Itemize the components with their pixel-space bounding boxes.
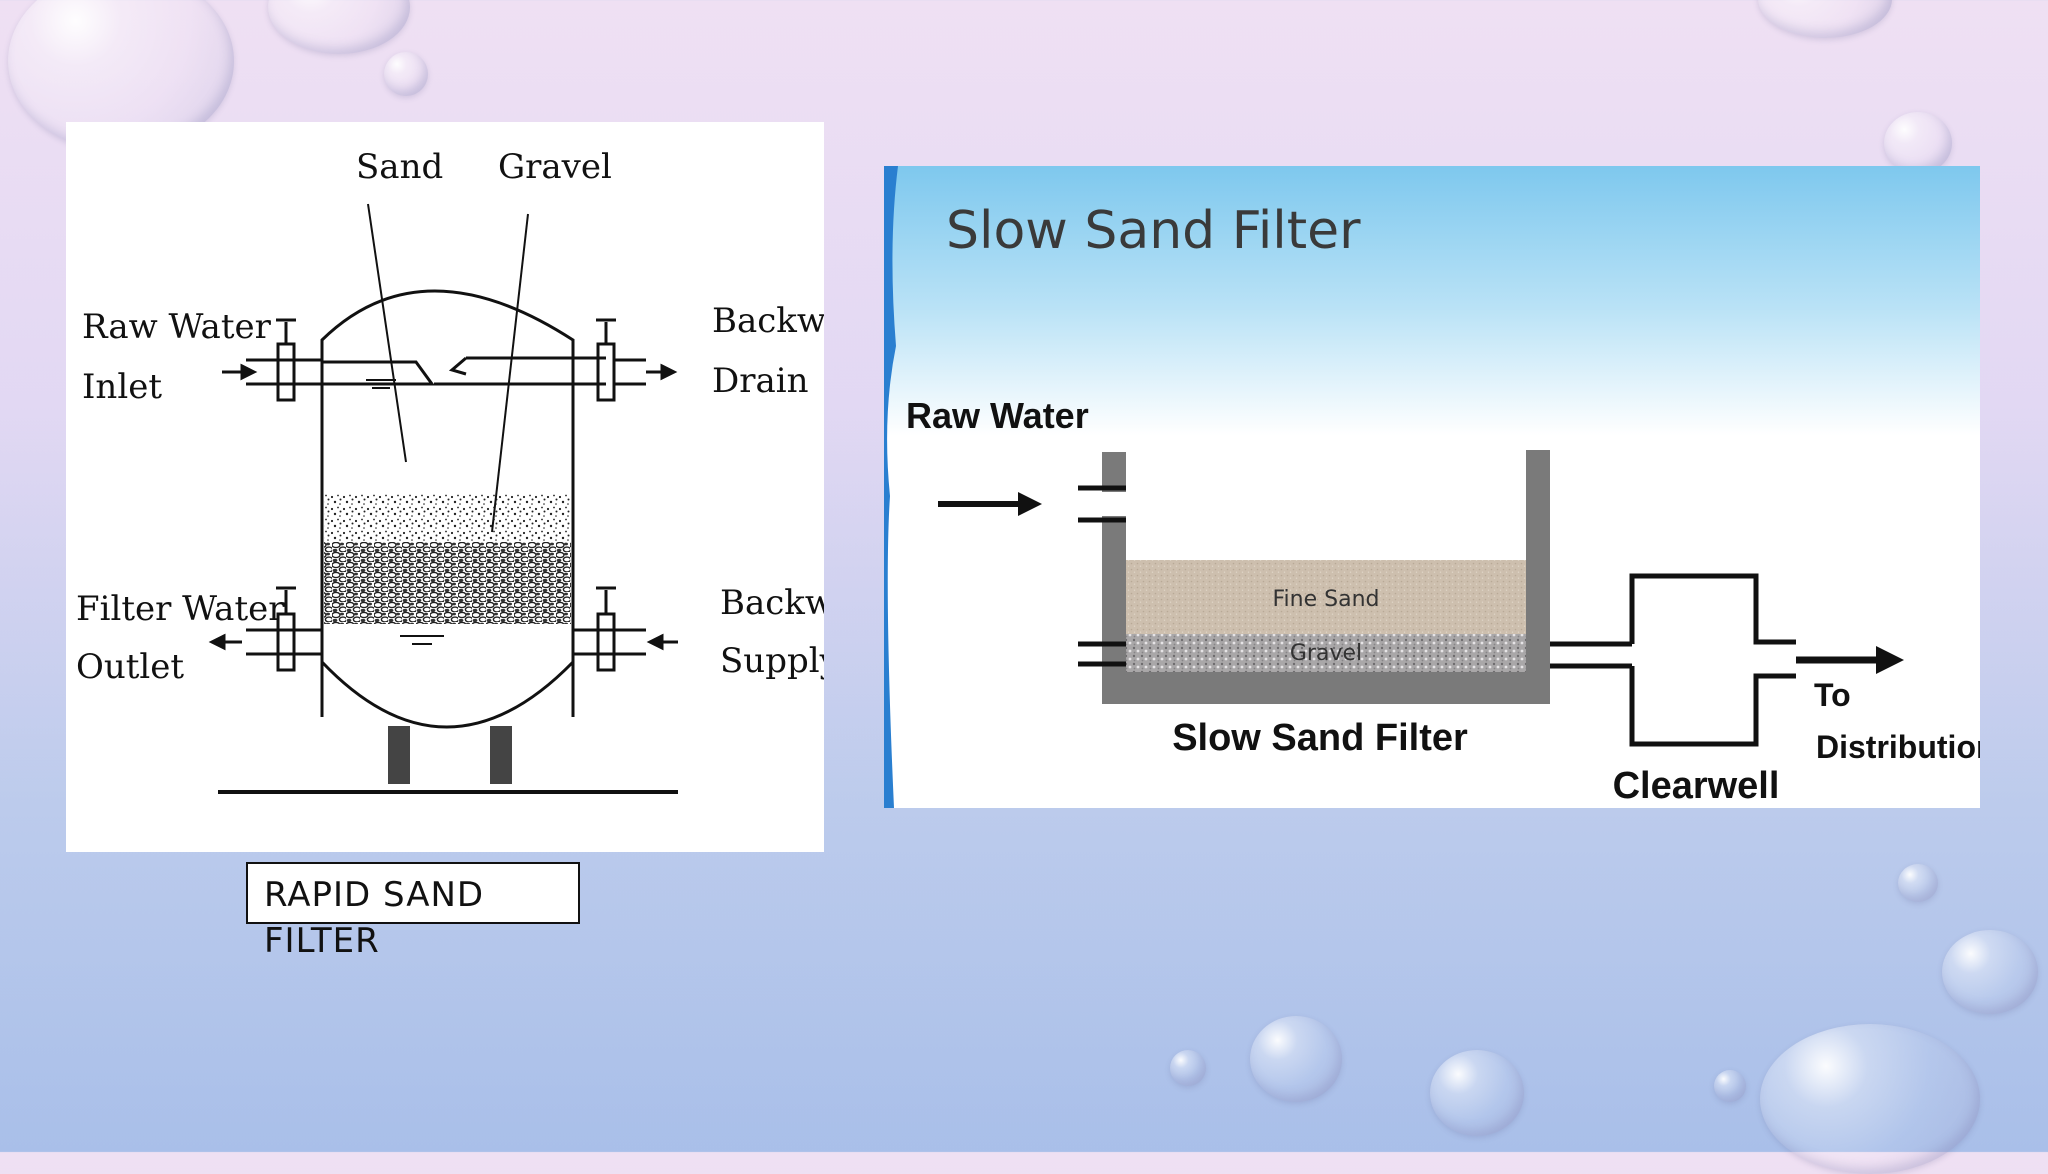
panel-swoosh-decoration [884,166,898,808]
raw-water-inlet-pipe [222,318,435,402]
vessel [320,289,575,729]
inlet-pipe [1078,485,1126,523]
raw-water-arrow [938,492,1042,516]
bubble-decoration [1170,1050,1206,1086]
rapid-sand-filter-diagram: Sand Gravel Raw Water Inlet Backwash Dra… [66,122,824,852]
backwash-drain-pipe [434,318,678,402]
rapid-filter-drawing: Sand Gravel Raw Water Inlet Backwash Dra… [76,147,824,794]
label-backwash-drain-1: Backwash [712,301,824,341]
label-filter-water-1: Filter Water [76,589,285,629]
bubble-decoration [268,0,410,54]
distribution-label: Distribution [1816,729,1980,765]
water-level-mark [366,379,444,645]
basin-right-wall [1526,450,1550,704]
sand-layer [324,494,571,546]
label-gravel: Gravel [498,147,612,187]
label-filter-water-2: Outlet [76,647,184,687]
basin-floor [1102,672,1550,704]
bubble-decoration [1884,112,1952,174]
label-raw-water-2: Inlet [82,367,162,407]
to-label: To [1814,677,1851,713]
label-raw-water-1: Raw Water [82,307,272,347]
raw-water-label: Raw Water [906,395,1089,436]
rapid-filter-caption: RAPID SAND FILTER [246,862,580,961]
bubble-decoration [1758,0,1892,38]
label-backwash-drain-2: Drain [712,361,809,401]
slow-filter-drawing: Slow Sand Filter Raw Water Fine Sand Gra… [884,166,1980,808]
drain-pipe-left [1078,641,1126,667]
slow-filter-title: Slow Sand Filter [946,201,1361,261]
clearwell-label: Clearwell [1613,765,1780,807]
label-backwash-supply-1: Backwash [720,583,824,623]
bubble-decoration [1714,1070,1746,1102]
gravel-layer [324,542,571,624]
gravel-label: Gravel [1290,641,1362,666]
clearwell-tank [1629,573,1796,747]
gravel-layer-slow [1126,634,1526,672]
bubble-decoration [384,52,428,96]
bubble-decoration [1430,1050,1524,1136]
fine-sand-layer [1126,560,1526,634]
backwash-supply-pipe [573,586,678,672]
bubble-decoration [1250,1016,1342,1102]
inlet-pipe-gap [1084,492,1126,516]
bubble-decoration [1898,864,1938,902]
sand-leader-line [367,203,407,463]
gravel-leader-line [491,213,529,533]
slow-sand-filter-diagram: Slow Sand Filter Raw Water Fine Sand Gra… [884,166,1980,808]
bubble-decoration [1942,930,2038,1014]
caption-text: RAPID SAND FILTER [264,875,485,961]
basin-label: Slow Sand Filter [1172,717,1468,759]
fine-sand-label: Fine Sand [1273,587,1380,612]
vessel-stand [218,726,678,794]
filter-water-outlet-pipe [208,586,322,672]
label-sand: Sand [356,147,443,187]
outlet-pipe [1550,641,1632,669]
bubble-decoration [1760,1024,1980,1174]
distribution-arrow [1796,646,1904,674]
label-backwash-supply-2: Supply [720,641,824,681]
